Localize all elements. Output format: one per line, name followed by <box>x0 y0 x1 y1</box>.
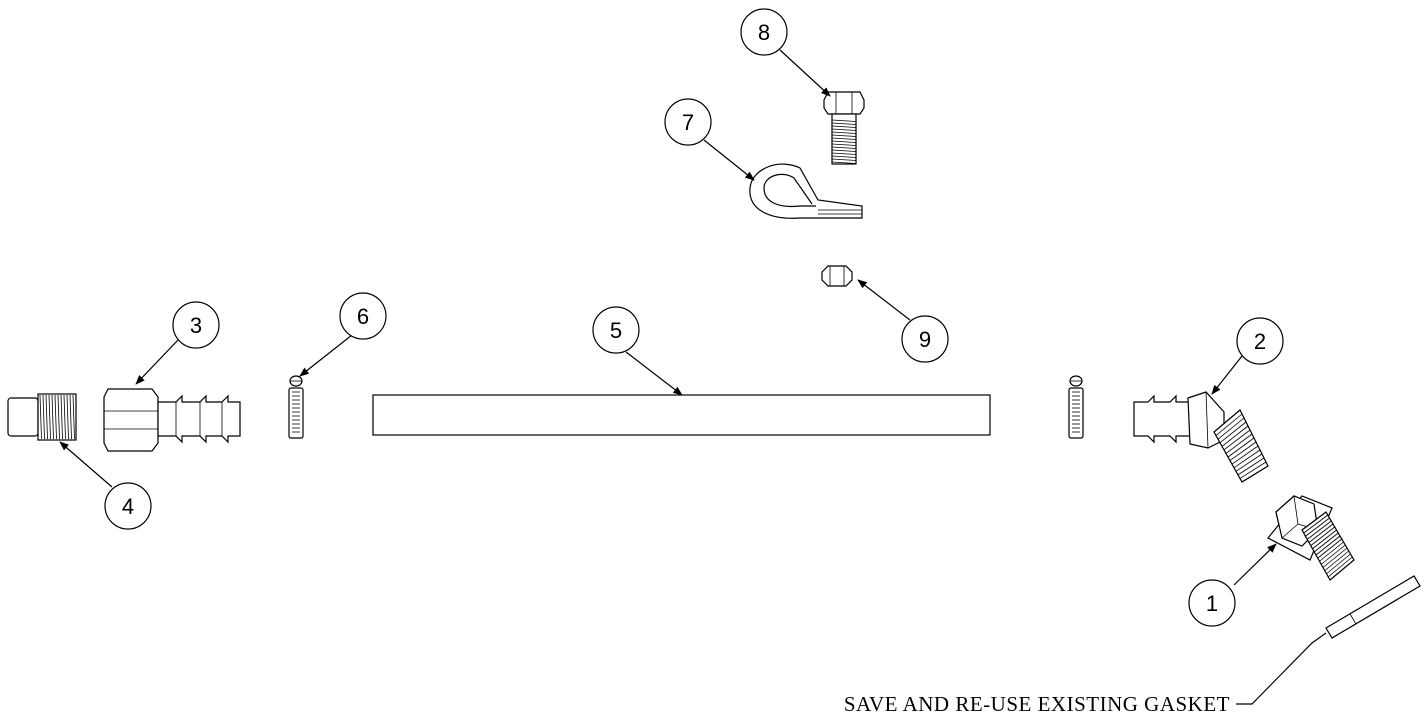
callout-9-number: 9 <box>919 327 931 352</box>
callout-5-number: 5 <box>610 318 622 343</box>
callout-4: 4 <box>104 482 152 530</box>
callout-9: 9 <box>901 315 949 363</box>
callout-1-number: 1 <box>1206 591 1218 616</box>
callout-3-number: 3 <box>190 313 202 338</box>
leader-line-9 <box>857 279 911 321</box>
callout-8: 8 <box>740 8 788 56</box>
callout-6-number: 6 <box>357 304 369 329</box>
hex-nut-part <box>821 265 853 287</box>
p-clamp-part <box>749 163 863 219</box>
callout-1: 1 <box>1188 579 1236 627</box>
leader-line-7 <box>703 139 755 181</box>
callout-5: 5 <box>592 306 640 354</box>
callout-7-number: 7 <box>682 110 694 135</box>
callout-7: 7 <box>664 98 712 146</box>
gasket-pointer <box>1236 575 1421 705</box>
callout-3: 3 <box>172 301 220 349</box>
callout-6: 6 <box>339 292 387 340</box>
leader-line-8 <box>779 49 831 97</box>
leader-line-4 <box>59 441 113 488</box>
hose-clamp-right-part <box>1068 375 1084 439</box>
callout-2: 2 <box>1236 317 1284 365</box>
hose-part <box>372 394 991 436</box>
leader-line-2 <box>1211 355 1243 395</box>
bolt-part <box>823 91 865 165</box>
elbow-hose-barb-part <box>1133 391 1269 483</box>
hose-clamp-left-part <box>288 375 304 439</box>
hose-barb-fitting-part <box>103 388 241 452</box>
leader-line-6 <box>299 334 353 377</box>
leader-line-5 <box>625 351 683 396</box>
callout-8-number: 8 <box>758 20 770 45</box>
callout-4-number: 4 <box>122 494 134 519</box>
threaded-adapter-part <box>7 393 77 441</box>
callout-2-number: 2 <box>1254 329 1266 354</box>
gasket-note: SAVE AND RE-USE EXISTING GASKET <box>844 692 1230 715</box>
leader-line-1 <box>1233 543 1277 586</box>
leader-line-3 <box>135 339 179 385</box>
drain-plug-part <box>1267 495 1355 581</box>
